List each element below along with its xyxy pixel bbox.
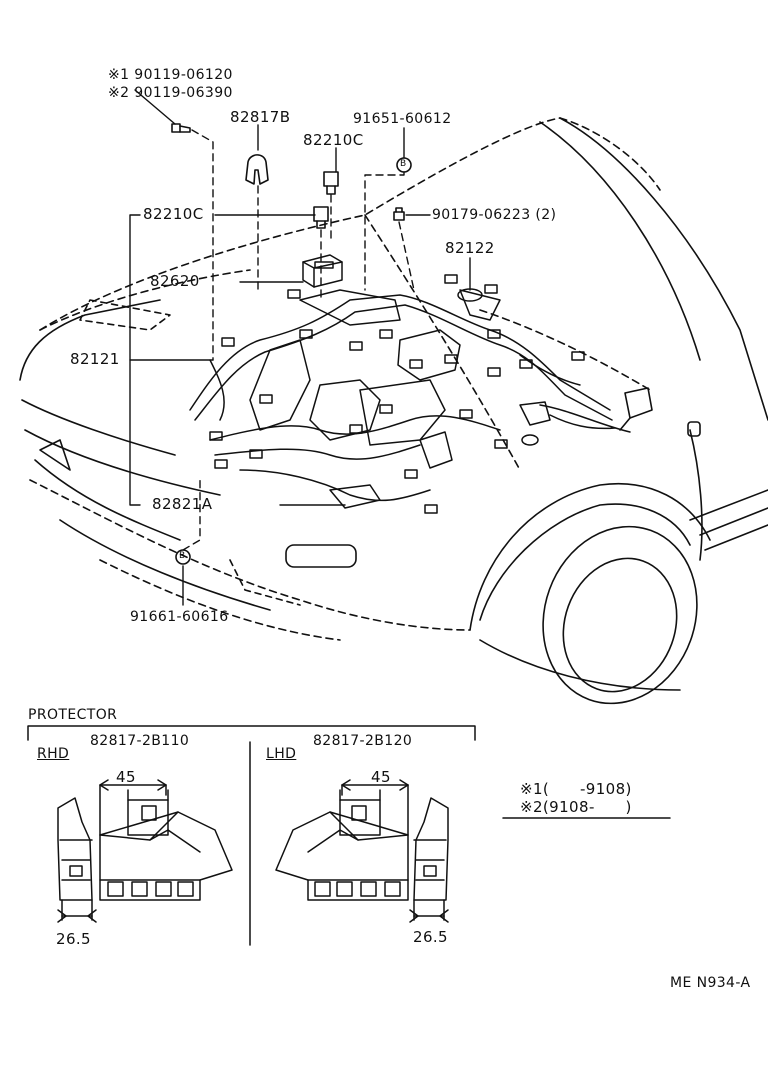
diagram-code: ME N934-A bbox=[670, 975, 751, 991]
rhd-side-dimension: 26.5 bbox=[56, 930, 91, 948]
rhd-label: RHD bbox=[37, 746, 70, 762]
rhd-front-view bbox=[99, 779, 233, 901]
lhd-side-dimension: 26.5 bbox=[413, 928, 448, 946]
clip-b-bottom-letter: B bbox=[179, 551, 186, 561]
lhd-part-number: 82817-2B120 bbox=[313, 733, 413, 749]
legend-note1: ※1( -9108) bbox=[520, 780, 632, 798]
bolt-icon bbox=[171, 123, 191, 133]
part-82210c-top-label: 82210C bbox=[303, 131, 364, 149]
part-82620-label: 82620 bbox=[150, 272, 200, 290]
rhd-side-view bbox=[57, 797, 97, 923]
lhd-label: LHD bbox=[266, 746, 297, 762]
part-91661-label: 91661-60616 bbox=[130, 609, 229, 625]
clip-b-top-letter: B bbox=[400, 159, 407, 169]
part-82821a-label: 82821A bbox=[152, 495, 213, 513]
protector-heading: PROTECTOR bbox=[28, 707, 118, 723]
note2-part-label: ※2 90119-06390 bbox=[108, 85, 233, 101]
rhd-width-dimension: 45 bbox=[116, 768, 136, 786]
part-82121-label: 82121 bbox=[70, 350, 120, 368]
part-82817b-label: 82817B bbox=[230, 108, 291, 126]
protector-82817b-icon bbox=[245, 154, 269, 185]
leader-lines bbox=[129, 89, 471, 606]
part-91651-label: 91651-60612 bbox=[353, 111, 452, 127]
protector-section bbox=[27, 725, 671, 946]
nut-90179-icon bbox=[393, 207, 405, 221]
clip-82210c-top-icon bbox=[323, 171, 339, 195]
lhd-side-view bbox=[409, 797, 449, 923]
rhd-part-number: 82817-2B110 bbox=[90, 733, 190, 749]
lhd-front-view bbox=[275, 779, 409, 901]
part-82210c-left-label: 82210C bbox=[143, 205, 204, 223]
clip-82210c-left-icon bbox=[313, 206, 329, 229]
part-90179-label: 90179-06223 (2) bbox=[432, 207, 557, 223]
note1-part-label: ※1 90119-06120 bbox=[108, 67, 233, 83]
car-body-outline bbox=[19, 117, 768, 705]
lhd-width-dimension: 45 bbox=[371, 768, 391, 786]
legend-note2: ※2(9108- ) bbox=[520, 798, 632, 816]
part-82122-label: 82122 bbox=[445, 239, 495, 257]
engine-harness bbox=[189, 254, 631, 514]
